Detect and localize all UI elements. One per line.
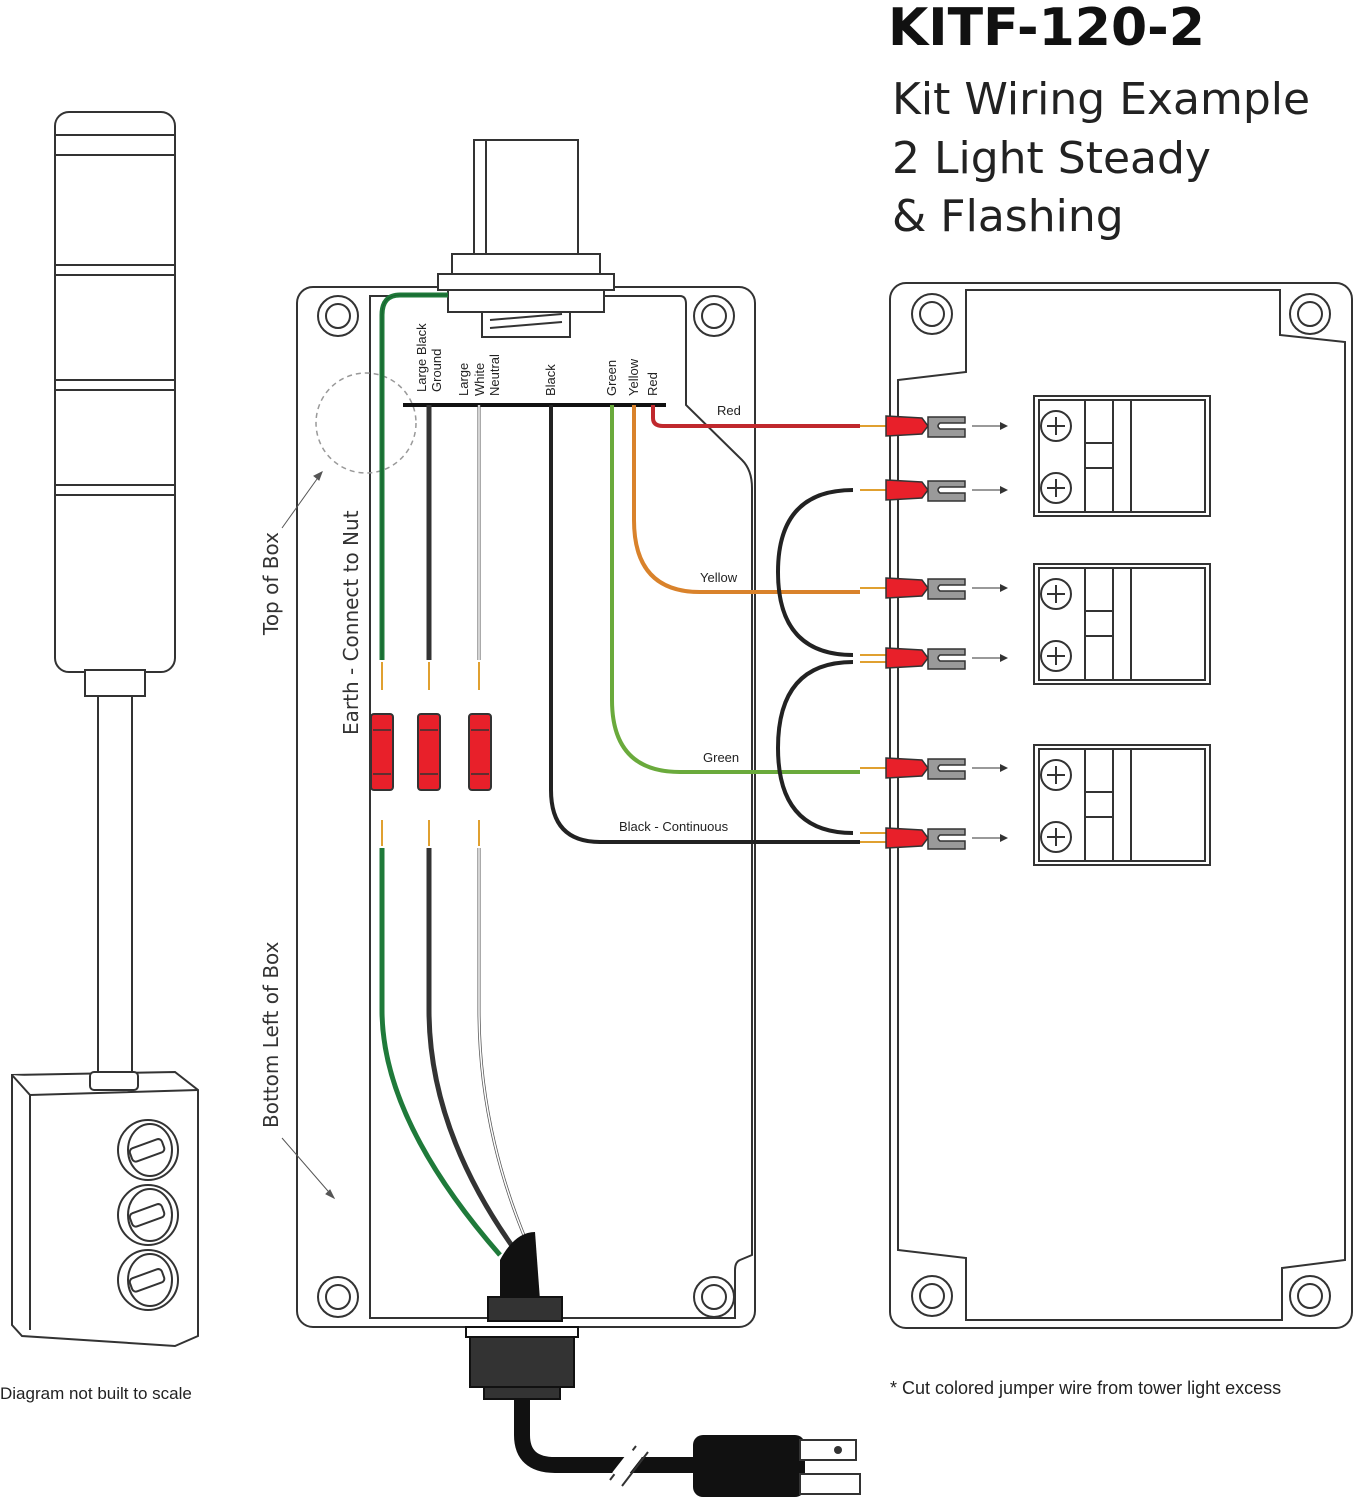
wire-black-continuous [549, 405, 860, 844]
run-label-red: Red [717, 403, 741, 418]
subtitle-line-1: Kit Wiring Example [892, 74, 1310, 125]
fork-terminal-5 [860, 757, 1008, 780]
earth-wire [379, 292, 448, 660]
butt-connector-earth [370, 713, 394, 791]
label-large-black: Large Black [414, 323, 429, 392]
tower-light-icon [54, 111, 176, 1082]
label-neutral: Neutral [487, 354, 502, 396]
run-label-green: Green [703, 750, 739, 765]
run-label-black-continuous: Black - Continuous [619, 819, 729, 834]
label-top-of-box: Top of Box [259, 532, 283, 636]
wire-red [651, 405, 860, 428]
jumper-black-2 [775, 660, 854, 835]
label-earth-connect: Earth - Connect to Nut [339, 510, 363, 735]
switch-knob-1 [117, 1119, 179, 1181]
switch-knob-3 [117, 1249, 179, 1311]
terminal-block-1 [1033, 395, 1211, 517]
run-label-yellow: Yellow [700, 570, 738, 585]
fork-terminal-4 [860, 647, 1008, 670]
switch-knob-2 [117, 1184, 179, 1246]
label-yellow: Yellow [626, 358, 641, 396]
label-green: Green [604, 360, 619, 396]
jumper-note: * Cut colored jumper wire from tower lig… [890, 1378, 1281, 1398]
label-red: Red [645, 372, 660, 396]
label-black: Black [543, 364, 558, 396]
knockout-dashed [315, 372, 417, 474]
fork-terminal-3 [860, 577, 1008, 600]
label-bottom-left-of-box: Bottom Left of Box [259, 941, 283, 1128]
butt-connector-ground [417, 713, 441, 791]
cord-wire-black [426, 848, 518, 1252]
switch-box-icon [11, 1070, 199, 1348]
fork-terminal-1 [860, 415, 1008, 438]
scale-note: Diagram not built to scale [0, 1384, 192, 1403]
cord-jacket [500, 1232, 540, 1300]
terminal-block-2 [1033, 563, 1211, 685]
jumper-black-1 [775, 488, 854, 657]
power-cord [514, 1399, 800, 1473]
label-large: Large [456, 363, 471, 396]
butt-connector-neutral [468, 713, 492, 791]
terminal-block-3 [1033, 744, 1211, 866]
subtitle-line-3: & Flashing [892, 191, 1124, 242]
top-fitting-icon [437, 139, 615, 338]
wire-yellow [632, 405, 860, 594]
wire-green [610, 405, 860, 774]
pointer-arrows [281, 470, 336, 1200]
left-enclosure [296, 286, 756, 1328]
fork-terminal-2 [860, 479, 1008, 502]
model-title: KITF-120-2 [888, 0, 1205, 58]
power-plug-icon [693, 1435, 861, 1497]
cord-wire-white [477, 848, 530, 1246]
label-white: White [472, 363, 487, 396]
strain-relief-icon [465, 1296, 579, 1400]
right-enclosure [889, 282, 1353, 1329]
subtitle-line-2: 2 Light Steady [892, 133, 1211, 184]
label-ground: Ground [429, 349, 444, 392]
cord-wire-green [379, 848, 502, 1257]
fork-terminal-6 [860, 827, 1008, 850]
